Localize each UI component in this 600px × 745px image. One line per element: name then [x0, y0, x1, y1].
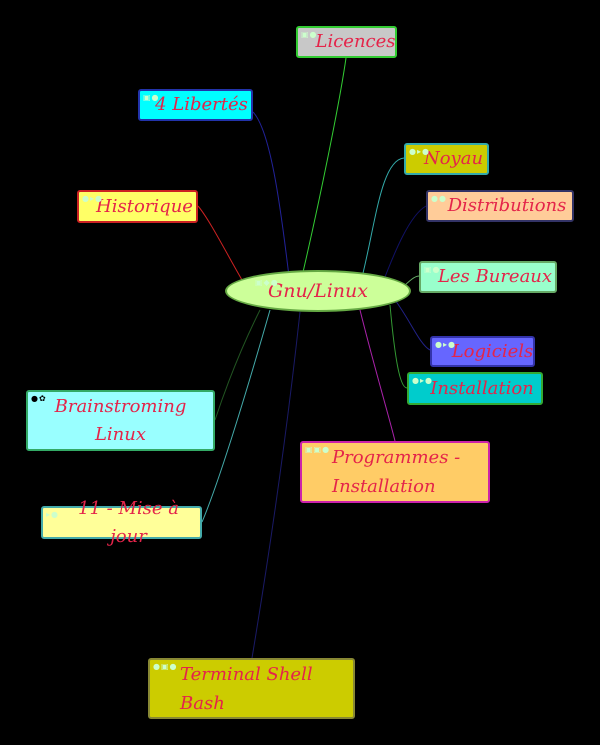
- root-node[interactable]: ▣◆● Gnu/Linux: [225, 270, 411, 312]
- link-programmes: [359, 309, 396, 442]
- node-logiciels[interactable]: ●▸● Logiciels: [430, 336, 535, 367]
- node-label: Les Bureaux: [437, 266, 553, 287]
- node-licences[interactable]: ▣● Licences: [296, 26, 397, 58]
- link-noyau: [359, 157, 405, 286]
- root-label: Gnu/Linux: [268, 280, 368, 302]
- node-historique[interactable]: ●▸● Historique: [77, 190, 198, 223]
- node-label-line1: Brainstroming: [54, 395, 187, 417]
- node-label: Historique: [96, 195, 193, 217]
- node-bureaux[interactable]: ▣● Les Bureaux: [419, 261, 557, 293]
- node-icons: ●▸●: [435, 340, 456, 349]
- node-noyau[interactable]: ●▸● Noyau: [404, 143, 489, 175]
- node-brainstorming[interactable]: ●✿ Brainstroming Linux: [26, 390, 215, 451]
- node-label: Distributions: [447, 195, 567, 216]
- node-distributions[interactable]: ●● Distributions: [426, 190, 574, 222]
- link-historique: [197, 205, 246, 286]
- node-label: Licences: [315, 31, 396, 52]
- node-terminal[interactable]: ●▣● Terminal Shell Bash: [148, 658, 355, 719]
- node-label: Logiciels: [451, 340, 534, 362]
- node-icons: ▣▣●: [305, 445, 331, 454]
- node-label: Installation: [430, 377, 534, 399]
- node-programmes[interactable]: ▣▣● Programmes - Installation: [300, 441, 490, 503]
- node-installation[interactable]: ●▸● Installation: [407, 372, 543, 405]
- node-label-line2: Installation: [332, 476, 436, 497]
- link-licences: [299, 57, 347, 286]
- node-icons: ●▸●: [409, 147, 430, 156]
- node-libertes[interactable]: ▣● 4 Libertés: [138, 89, 253, 121]
- link-terminal: [251, 311, 301, 659]
- link-installation: [389, 304, 408, 389]
- node-icons: ▣●: [424, 265, 441, 274]
- node-label-line1: Terminal Shell: [180, 663, 313, 685]
- node-label: 11 - Mise à jour: [78, 497, 179, 547]
- node-icons: ▸●: [46, 510, 59, 519]
- link-miseajour: [201, 309, 271, 523]
- node-icons: ●●: [431, 194, 447, 203]
- node-icons: ●✿: [31, 394, 47, 403]
- node-label: 4 Libertés: [155, 94, 248, 115]
- node-label-line2: Linux: [94, 423, 147, 445]
- node-icons: ●▸●: [412, 376, 433, 385]
- link-libertes: [252, 111, 291, 286]
- node-label: Noyau: [423, 148, 484, 169]
- link-logiciels: [394, 299, 431, 351]
- node-icons: ●▣●: [153, 662, 178, 671]
- node-label-line1: Programmes -: [332, 447, 461, 468]
- node-miseajour[interactable]: ▸● 11 - Mise à jour: [41, 498, 202, 547]
- node-label-line2: Bash: [180, 692, 225, 714]
- link-brainstorming: [214, 309, 261, 421]
- node-icons: ●▸●: [82, 194, 103, 203]
- node-icons: ▣◆●: [255, 278, 279, 287]
- node-icons: ▣●: [143, 93, 160, 102]
- node-icons: ▣●: [301, 30, 318, 39]
